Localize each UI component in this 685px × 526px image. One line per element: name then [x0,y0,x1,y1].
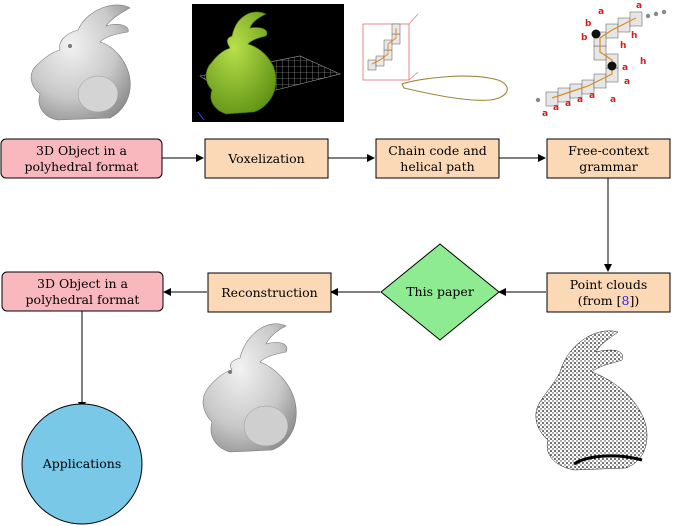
grammar-symbol: a [598,7,604,17]
reconstruction-node [207,272,332,313]
voxelization-node [204,138,329,179]
applications-node [21,403,143,525]
end-node [1,271,164,312]
start-node [0,138,163,179]
reconstructed-bunny-image [202,323,297,453]
grammar-symbol: a [622,63,628,73]
bunny-mesh-image [30,4,131,121]
grammar-symbol: a [553,103,559,113]
grammar-symbol: a [624,77,630,87]
grammar-symbol: b [585,19,592,29]
arrows [78,154,612,410]
grammar-symbol: h [631,31,637,41]
grammar-symbol: a [577,95,583,105]
grammar-symbol: b [581,33,588,43]
point-cloud-bunny-image [535,330,648,471]
grammar-symbol: a [636,1,642,11]
grammar-symbol: a [610,95,616,105]
grammar-image [535,9,667,107]
chain-code-image [362,13,508,101]
this-paper-node [380,243,500,341]
point-clouds-node [546,272,671,313]
grammar-symbol: h [620,41,626,51]
grammar-symbol: a [542,109,548,119]
chain-code-node [375,138,500,179]
grammar-symbol: h [640,57,646,67]
grammar-symbol: a [589,91,595,101]
grammar-node [546,138,671,179]
voxelization-image [192,4,344,122]
grammar-symbol: a [565,99,571,109]
